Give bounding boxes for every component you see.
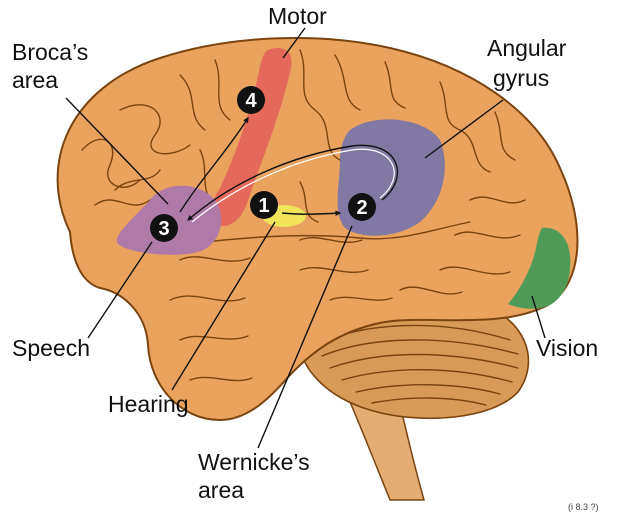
step-marker-2: 2 bbox=[348, 193, 376, 221]
step-marker-3: 3 bbox=[150, 214, 178, 242]
step-marker-4: 4 bbox=[237, 86, 265, 114]
label-motor: Motor bbox=[268, 3, 327, 29]
figure-code: (i 8.3 ?) bbox=[568, 502, 599, 512]
label-vision: Vision bbox=[536, 335, 598, 361]
label-broca-line1: Broca’s bbox=[12, 39, 88, 65]
step-number: 3 bbox=[158, 218, 169, 240]
step-number: 4 bbox=[245, 90, 257, 112]
label-speech: Speech bbox=[12, 335, 90, 361]
label-wernicke-line2: area bbox=[198, 477, 244, 503]
label-broca-line2: area bbox=[12, 67, 58, 93]
label-angular-line2: gyrus bbox=[493, 65, 549, 91]
step-number: 2 bbox=[356, 197, 367, 219]
label-angular-line1: Angular bbox=[487, 35, 567, 61]
step-marker-1: 1 bbox=[250, 191, 278, 219]
label-wernicke-line1: Wernicke’s bbox=[198, 449, 310, 475]
label-hearing: Hearing bbox=[108, 391, 189, 417]
step-number: 1 bbox=[258, 195, 269, 217]
